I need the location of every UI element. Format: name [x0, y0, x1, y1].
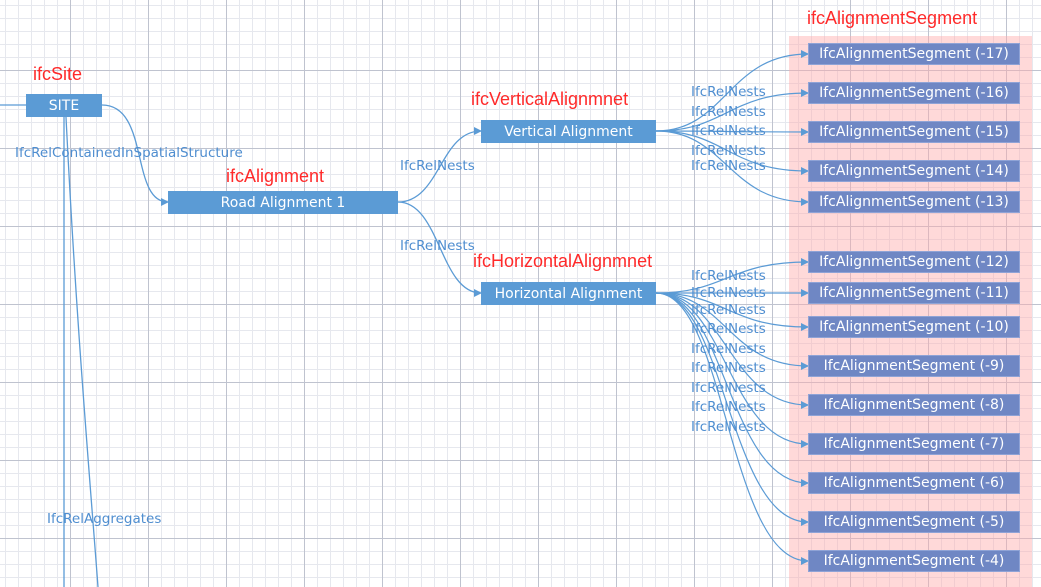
nests-connector-segment [655, 292, 809, 565]
alignment-segment-node[interactable]: IfcAlignmentSegment (-8) [808, 394, 1020, 416]
nests-connector-segment [655, 292, 809, 526]
nests-relation-label-horizontal: IfcRelNests [400, 238, 475, 254]
contained-connector [101, 104, 169, 206]
nests-relation-label-segment: IfcRelNests [691, 321, 766, 337]
nests-relation-label-segment: IfcRelNests [691, 123, 766, 139]
alignment-segment-node[interactable]: IfcAlignmentSegment (-4) [808, 550, 1020, 572]
alignment-segment-node[interactable]: IfcAlignmentSegment (-14) [808, 160, 1020, 182]
alignment-segment-node[interactable]: IfcAlignmentSegment (-15) [808, 121, 1020, 143]
alignment-segment-node[interactable]: IfcAlignmentSegment (-5) [808, 511, 1020, 533]
nests-relation-label-segment: IfcRelNests [691, 268, 766, 284]
alignment-segment-node[interactable]: IfcAlignmentSegment (-16) [808, 82, 1020, 104]
ifcsite-label: ifcSite [33, 64, 83, 84]
nests-relation-label-segment: IfcRelNests [691, 341, 766, 357]
nests-relation-label-segment: IfcRelNests [691, 380, 766, 396]
nests-relation-label-segment: IfcRelNests [691, 419, 766, 435]
nests-connector-segment [655, 258, 809, 294]
nests-connector-segment [655, 130, 809, 175]
ifcalignment-label: ifcAlignment [226, 166, 325, 186]
nests-connector-segment [655, 130, 809, 206]
contained-relation-label: IfcRelContainedInSpatialStructure [15, 145, 243, 161]
nests-relation-label-segment: IfcRelNests [691, 143, 766, 159]
nests-relation-label-segment: IfcRelNests [691, 399, 766, 415]
alignment-segment-node[interactable]: IfcAlignmentSegment (-10) [808, 316, 1020, 338]
ifchorizontalalignment-label: ifcHorizontalAlignmnet [473, 251, 653, 271]
nests-connector-segment [655, 89, 809, 132]
ifcalignmentsegment-label: ifcAlignmentSegment [807, 8, 978, 28]
alignment-segment-node[interactable]: IfcAlignmentSegment (-9) [808, 355, 1020, 377]
nests-relation-label-vertical: IfcRelNests [400, 158, 475, 174]
aggregates-connector [65, 116, 99, 587]
nests-connector-horizontal [397, 201, 482, 297]
nests-connector-segment [655, 292, 809, 370]
site-node[interactable]: SITE [26, 94, 102, 117]
alignment-segment-node[interactable]: IfcAlignmentSegment (-7) [808, 433, 1020, 455]
nests-relation-label-segment: IfcRelNests [691, 104, 766, 120]
nests-connector-segment [655, 292, 809, 331]
nests-relation-label-segment: IfcRelNests [691, 84, 766, 100]
alignment-segment-node[interactable]: IfcAlignmentSegment (-11) [808, 282, 1020, 304]
alignment-segment-node[interactable]: IfcAlignmentSegment (-17) [808, 43, 1020, 65]
nests-connector-segment [655, 292, 809, 409]
nests-connector-segment [655, 292, 809, 448]
nests-relation-label-segment: IfcRelNests [691, 285, 766, 301]
alignment-segment-node[interactable]: IfcAlignmentSegment (-6) [808, 472, 1020, 494]
alignment-segment-node[interactable]: IfcAlignmentSegment (-12) [808, 251, 1020, 273]
road-alignment-node[interactable]: Road Alignment 1 [168, 191, 398, 214]
nests-connector-segment [655, 127, 809, 136]
nests-connector-segment [655, 292, 809, 487]
nests-relation-label-segment: IfcRelNests [691, 158, 766, 174]
nests-relation-label-segment: IfcRelNests [691, 302, 766, 318]
vertical-alignment-node[interactable]: Vertical Alignment [481, 120, 656, 143]
nests-connector-vertical [397, 127, 482, 203]
alignment-segment-node[interactable]: IfcAlignmentSegment (-13) [808, 191, 1020, 213]
aggregates-relation-label: IfcRelAggregates [47, 511, 162, 527]
nests-relation-label-segment: IfcRelNests [691, 360, 766, 376]
horizontal-alignment-node[interactable]: Horizontal Alignment [481, 282, 656, 305]
nests-connector-segment [655, 50, 809, 132]
ifcverticalalignment-label: ifcVerticalAlignmnet [471, 89, 629, 109]
